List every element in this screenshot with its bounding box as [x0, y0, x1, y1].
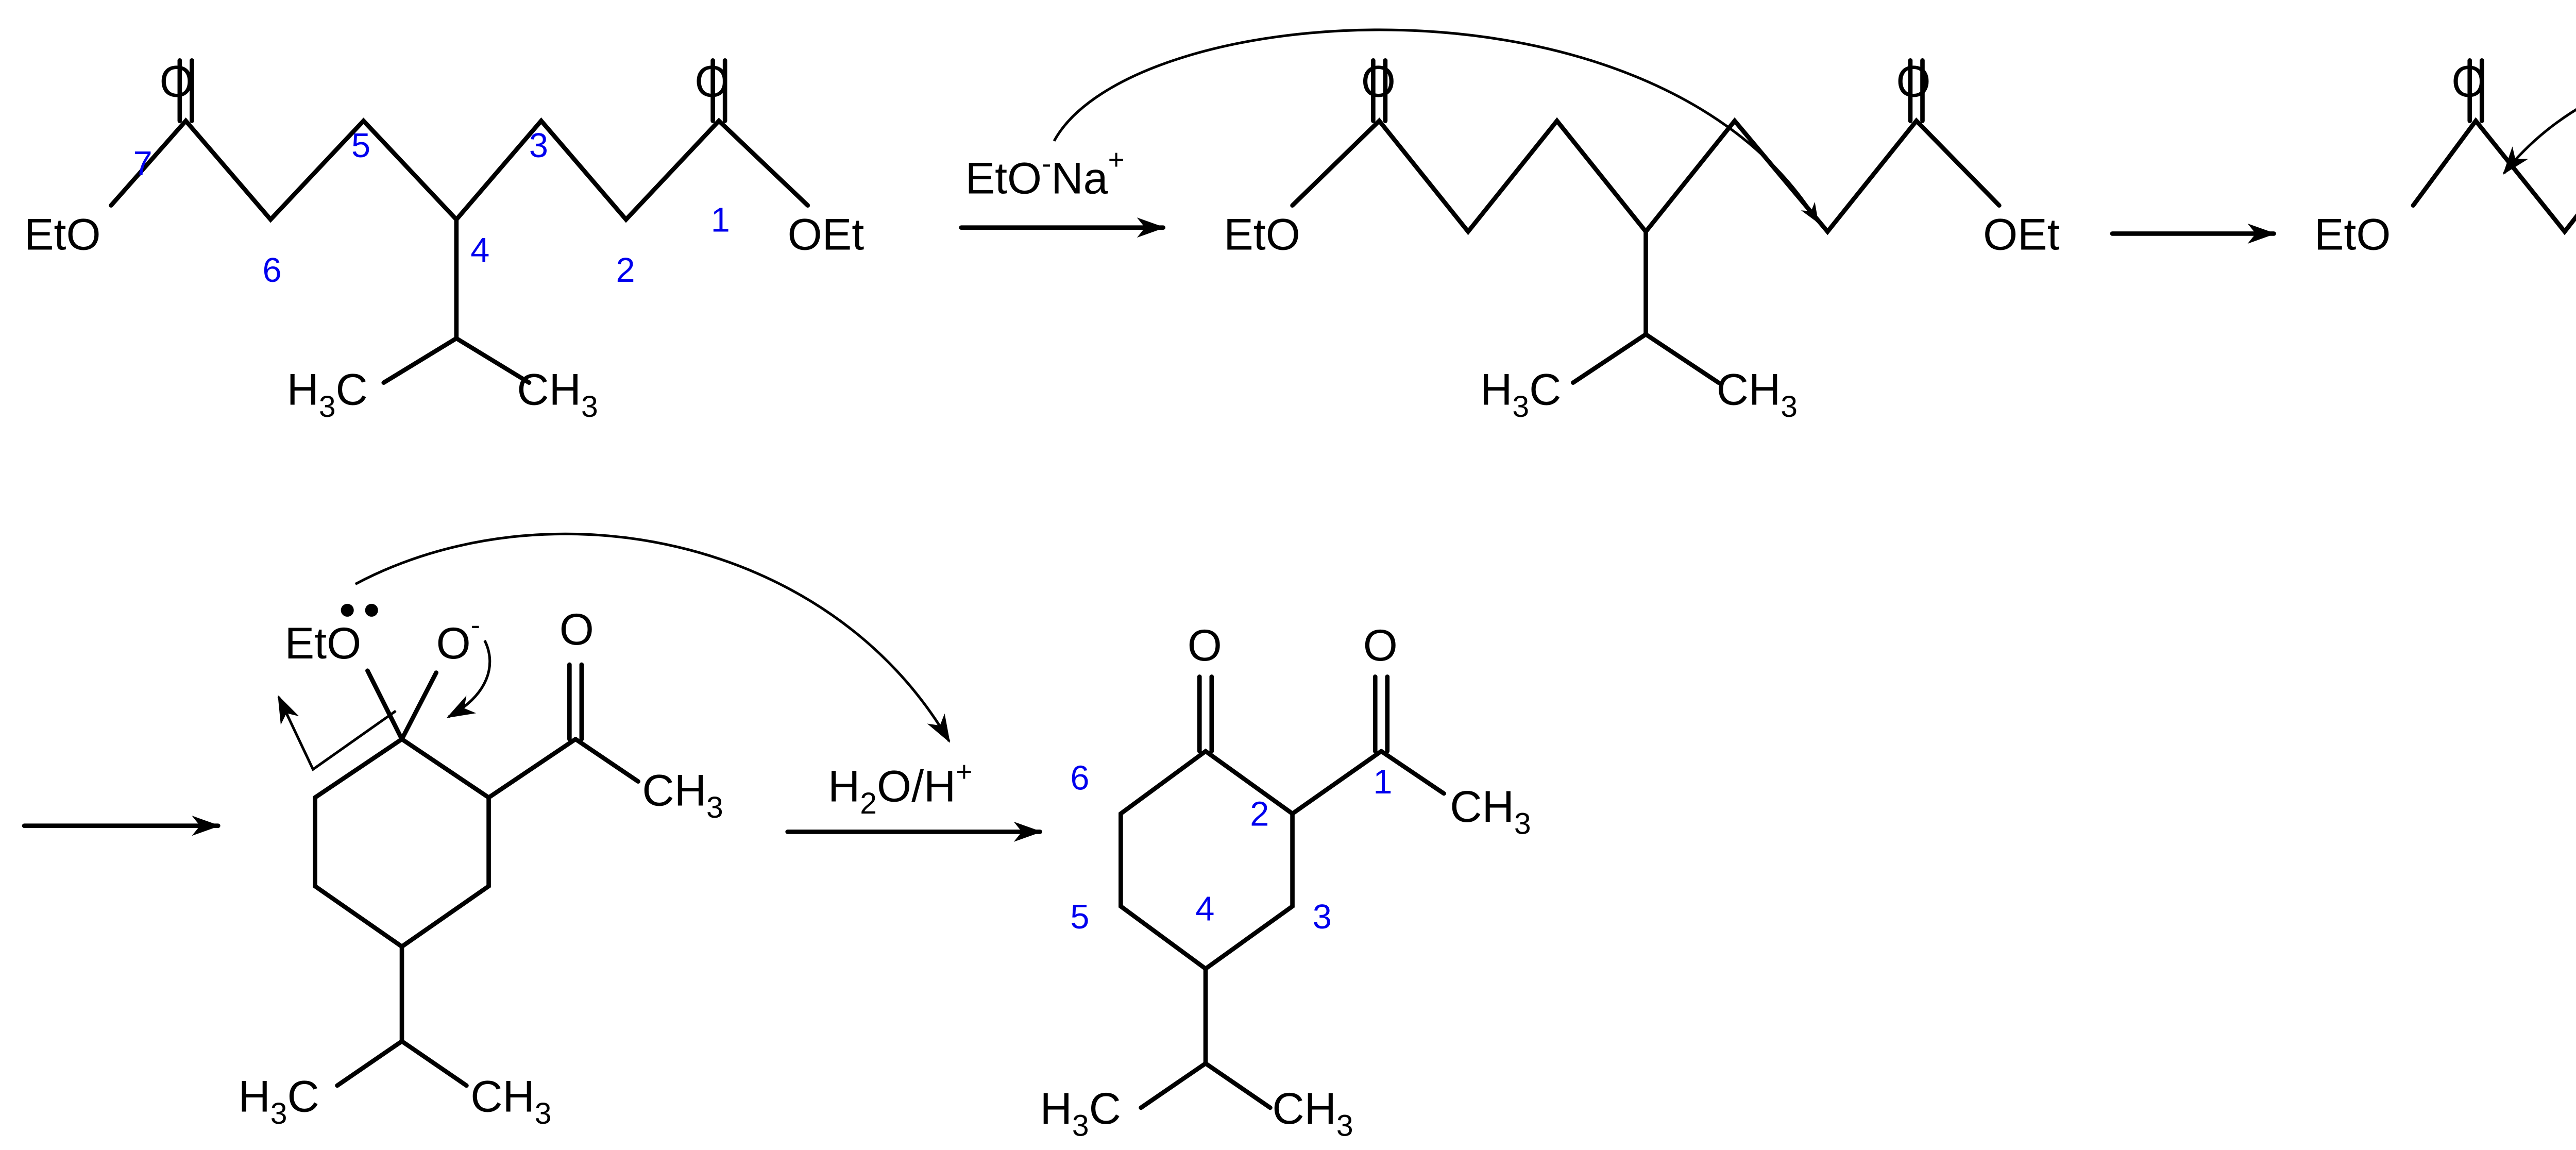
enolate-intermediate: O O EtO CH- OEt H3C CH3: [2314, 57, 2576, 424]
curved-arrow-deprotonation: [1053, 28, 1819, 224]
reaction-arrow-1: EtO-Na+: [959, 143, 1166, 238]
ethoxy-leaving-group: EtO: [285, 619, 362, 668]
carbon-number-6: 6: [1070, 759, 1089, 797]
carbon-number-2: 2: [1250, 796, 1269, 834]
lone-pair-dot: [365, 603, 378, 617]
carbon-number-5: 5: [351, 127, 370, 165]
methyl-right: CH3: [470, 1072, 551, 1130]
alkoxide-oxygen: O-: [436, 608, 480, 668]
reaction-arrow-4: H2O/H+: [785, 756, 1042, 842]
lone-pair-dot: [341, 603, 354, 617]
acetyl-methyl: CH3: [1450, 782, 1531, 840]
carbonyl-oxygen: O: [2451, 57, 2486, 107]
curved-arrow-nucleophilic-attack: [2502, 108, 2576, 175]
ethoxy-right: OEt: [1983, 210, 2060, 260]
ethoxy-right: OEt: [788, 210, 865, 260]
methyl-left: H3C: [1040, 1084, 1121, 1142]
methyl-left: H3C: [2575, 365, 2576, 424]
carbonyl-oxygen: O: [1896, 57, 1931, 107]
product-acetylcyclohexanone: O O CH3 H3C CH3 1 2 3 4 5 6: [1040, 621, 1531, 1142]
ethoxy-left: EtO: [1224, 210, 1300, 260]
curved-arrow-reform-carbonyl: [446, 639, 492, 718]
carbonyl-oxygen: O: [160, 57, 194, 107]
methyl-left: H3C: [1480, 365, 1561, 424]
tetrahedral-intermediate: EtO O- O CH3 H3C CH3: [239, 532, 951, 1130]
intermediate-diester: O O EtO OEt H3C CH3: [1224, 57, 2059, 424]
methyl-right: CH3: [1272, 1084, 1353, 1142]
ketone-oxygen: O: [560, 605, 594, 654]
carbonyl-oxygen: O: [694, 57, 729, 107]
carbon-number-4: 4: [1195, 890, 1214, 928]
curved-arrow-bond-cleavage: [277, 695, 397, 772]
carbon-number-1: 1: [711, 201, 730, 240]
carbonyl-oxygen: O: [1361, 57, 1396, 107]
reactant-diester: O O EtO OEt H3C CH3 1 2 3 4 5 6 7: [24, 57, 864, 424]
reagent-sodium-ethoxide: EtO-Na+: [965, 143, 1125, 203]
carbon-number-6: 6: [263, 251, 282, 290]
reagent-acid-workup: H2O/H+: [828, 756, 972, 820]
carbon-number-5: 5: [1070, 898, 1089, 936]
carbon-number-4: 4: [470, 231, 489, 269]
methyl-right: CH3: [517, 365, 598, 424]
methyl-left: H3C: [239, 1072, 319, 1130]
methyl-left: H3C: [287, 365, 368, 424]
acetyl-methyl: CH3: [642, 766, 723, 824]
acetyl-oxygen: O: [1363, 621, 1398, 670]
carbon-number-3: 3: [529, 127, 548, 165]
curved-arrow-elimination: [354, 532, 951, 743]
carbon-number-3: 3: [1313, 898, 1332, 936]
ethoxy-left: EtO: [24, 210, 101, 260]
carbon-number-1: 1: [1373, 763, 1392, 801]
ring-ketone-oxygen: O: [1188, 621, 1222, 670]
carbon-number-7: 7: [133, 145, 152, 183]
ethoxy-left: EtO: [2314, 210, 2391, 260]
carbon-number-2: 2: [616, 251, 635, 290]
methyl-right: CH3: [1717, 365, 1798, 424]
